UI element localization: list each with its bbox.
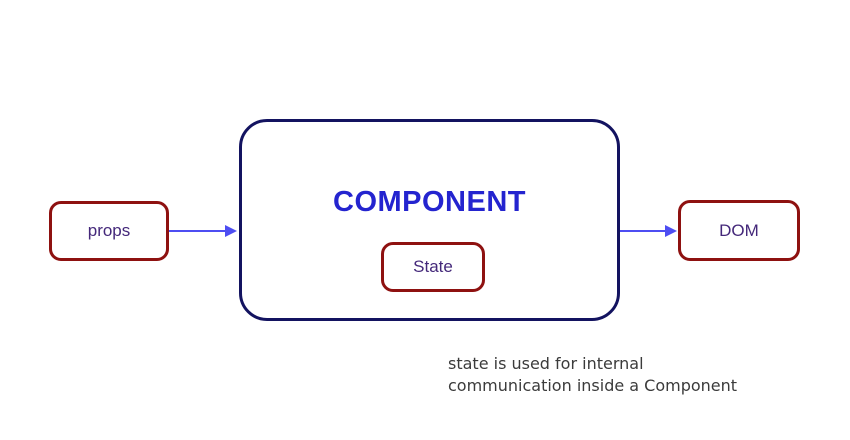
props-node: props — [49, 201, 169, 261]
caption-line-1: state is used for internal — [448, 354, 644, 373]
caption: state is used for internal communication… — [448, 353, 737, 397]
props-label: props — [87, 221, 131, 240]
state-label: State — [413, 257, 453, 276]
component-to-dom-arrow-icon — [620, 225, 677, 237]
dom-node: DOM — [678, 200, 800, 261]
state-node: State — [381, 242, 485, 292]
component-node: COMPONENT State — [239, 119, 620, 321]
dom-label: DOM — [719, 220, 759, 240]
component-label: COMPONENT — [333, 186, 526, 218]
caption-line-2: communication inside a Component — [448, 376, 738, 395]
props-to-component-arrow-icon — [169, 225, 237, 237]
